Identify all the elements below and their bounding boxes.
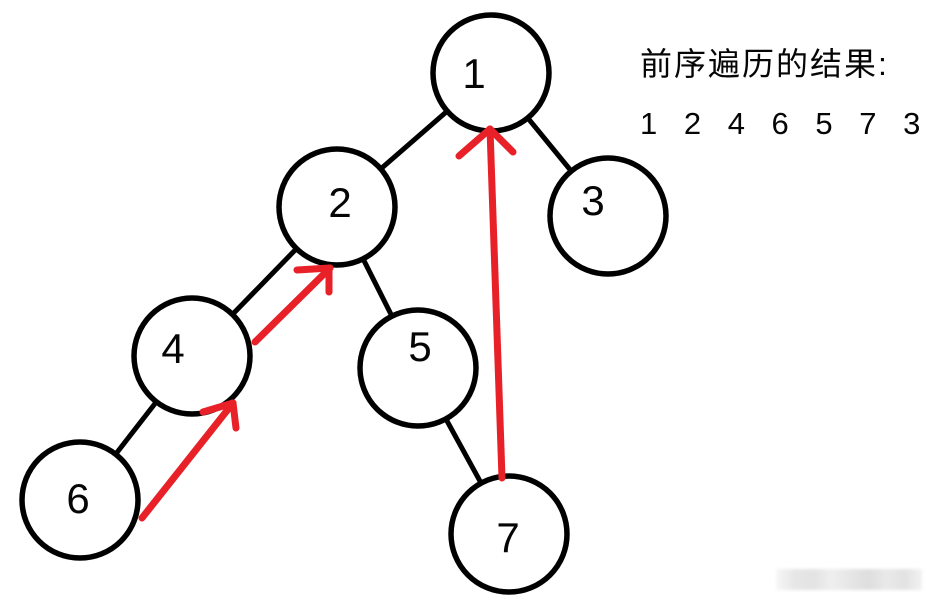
arrow-4-to-2 [251,264,334,346]
node-3-label: 3 [581,177,604,224]
node-4-circle [131,295,253,417]
node-6-circle [19,439,141,561]
watermark-blur [776,569,922,590]
node-7-circle [448,473,570,595]
node-7-label: 7 [496,514,519,561]
arrow-4-to-2-barb-left [293,264,334,274]
node-2-label: 2 [328,179,351,226]
arrow-4-to-2-shaft [251,264,334,346]
node-3-circle [547,155,669,277]
preorder-caption-title: 前序遍历的结果: [640,46,889,82]
arrow-6-to-4-shaft [138,399,237,522]
arrow-7-to-1-barb-right [486,125,517,156]
tree-edges [77,70,611,537]
arrow-6-to-4 [138,399,240,522]
tree-node-4: 4 [131,295,253,417]
preorder-result-sequence: 1 2 4 6 5 7 3 [640,106,922,142]
tree-node-2: 2 [276,146,398,268]
arrow-7-to-1-shaft [486,125,506,482]
node-5-circle [357,307,479,429]
tree-node-1: 1 [430,12,552,134]
node-1-label: 1 [462,50,485,97]
node-4-label: 4 [161,325,184,372]
arrow-6-to-4-barb-right [229,399,240,432]
tree-node-7: 7 [448,473,570,595]
tree-node-3: 3 [547,155,669,277]
traversal-arrows [138,125,517,522]
tree-node-6: 6 [19,439,141,561]
preorder-caption: 前序遍历的结果: 1 2 4 6 5 7 3 [640,46,922,142]
node-2-circle [276,146,398,268]
arrow-7-to-1-barb-left [455,125,494,160]
arrow-6-to-4-barb-left [199,399,237,416]
node-6-label: 6 [66,475,89,522]
tree-node-5: 5 [357,307,479,429]
node-5-label: 5 [408,323,431,370]
node-1-circle [430,12,552,134]
arrow-7-to-1 [455,125,517,482]
tree-nodes: 1 2 3 4 5 6 7 [19,12,669,595]
